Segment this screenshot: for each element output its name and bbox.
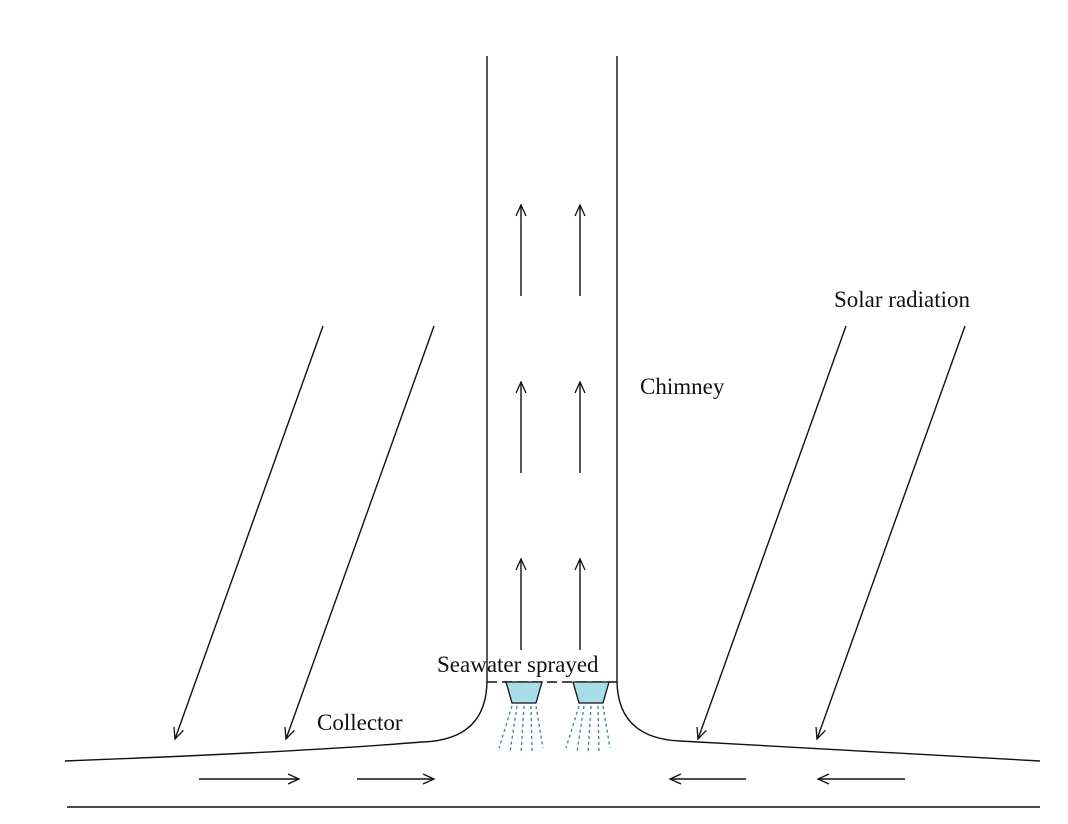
spray-nozzle bbox=[572, 681, 610, 704]
radiation-arrow bbox=[173, 325, 324, 741]
collector-label: Collector bbox=[317, 710, 403, 735]
collector-left-roof bbox=[64, 741, 423, 762]
spray-nozzle bbox=[505, 681, 543, 704]
chimney-right-wall bbox=[616, 56, 681, 742]
chimney bbox=[421, 56, 681, 743]
collector-right-roof bbox=[679, 740, 1041, 762]
updraft-arrows bbox=[515, 203, 586, 650]
chimney-label: Chimney bbox=[640, 374, 725, 399]
spray-nozzles bbox=[498, 681, 611, 755]
radiation-arrow bbox=[696, 325, 847, 741]
radiation-arrow bbox=[284, 325, 435, 741]
solar-radiation-arrows bbox=[173, 325, 966, 741]
radiation-arrow bbox=[815, 325, 966, 741]
water-spray bbox=[498, 705, 544, 755]
collector bbox=[64, 740, 1041, 808]
water-spray bbox=[565, 705, 611, 755]
seawater-sprayed-label: Seawater sprayed bbox=[437, 652, 599, 677]
solar-radiation-label: Solar radiation bbox=[834, 287, 971, 312]
chimney-left-wall bbox=[421, 56, 488, 743]
